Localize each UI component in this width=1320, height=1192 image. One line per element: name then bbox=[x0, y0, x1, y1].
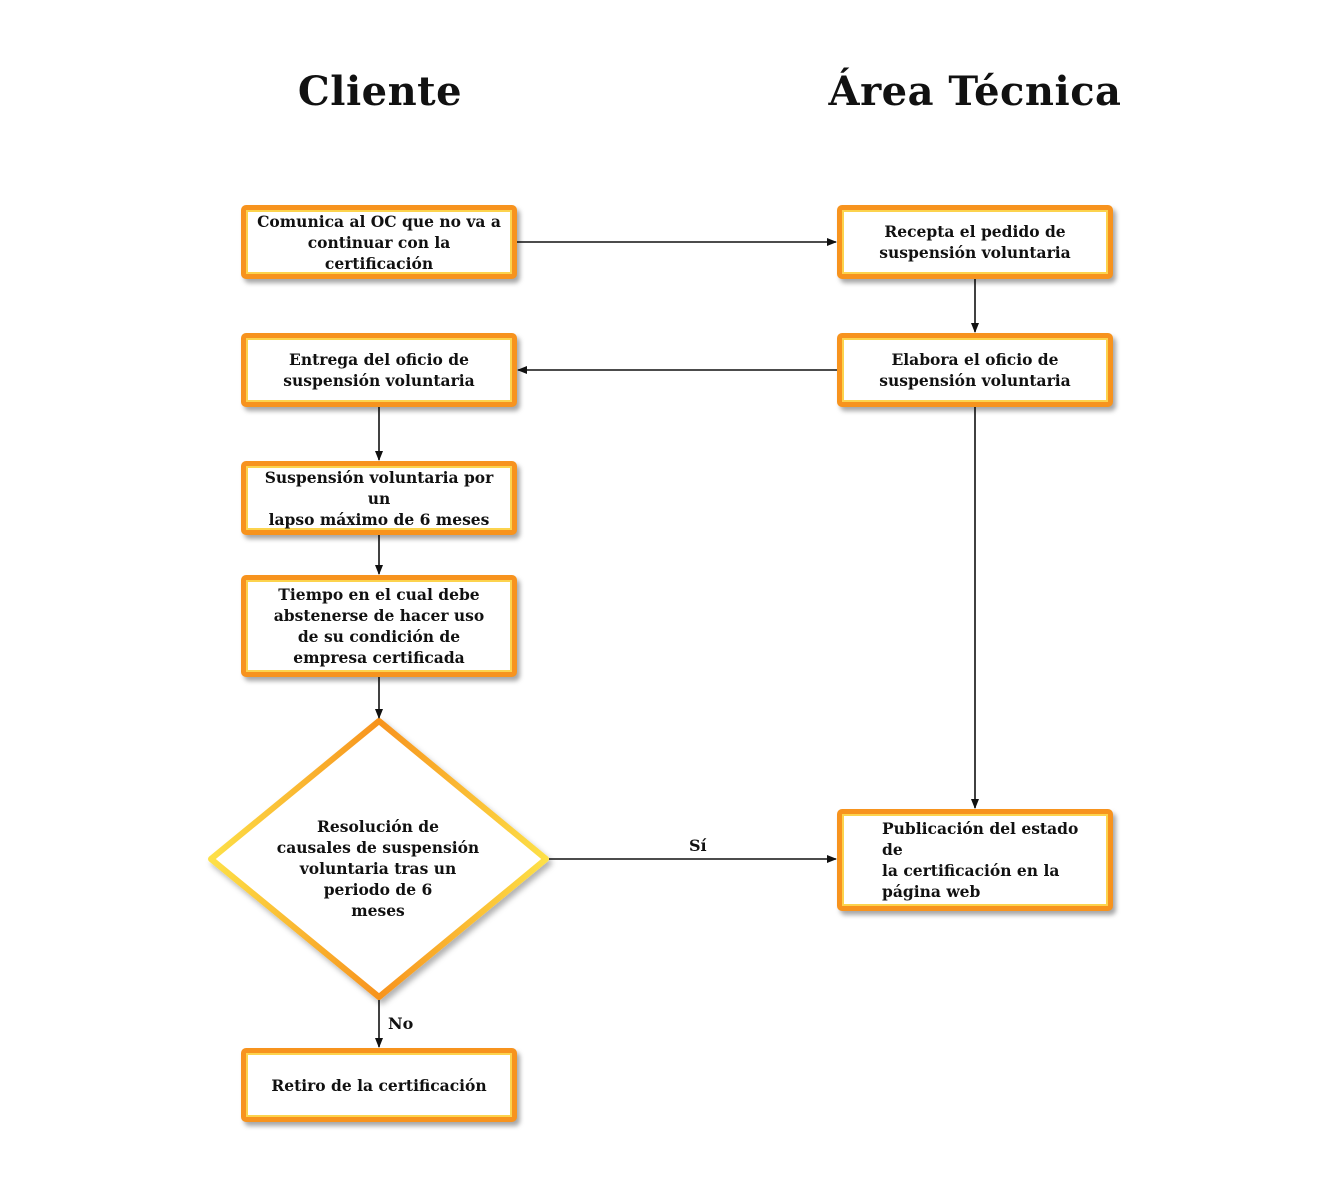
node-publicacion-label: Publicación del estado de la certificaci… bbox=[882, 819, 1079, 901]
node-entrega: Entrega del oficio de suspensión volunta… bbox=[241, 333, 517, 407]
node-recepta: Recepta el pedido de suspensión voluntar… bbox=[837, 205, 1113, 279]
node-suspension-label: Suspensión voluntaria por un lapso máxim… bbox=[264, 467, 494, 529]
node-elabora-label: Elabora el oficio de suspensión voluntar… bbox=[879, 350, 1071, 390]
node-retiro: Retiro de la certificación bbox=[241, 1048, 517, 1122]
node-suspension: Suspensión voluntaria por un lapso máxim… bbox=[241, 461, 517, 535]
lane-title-area-tecnica: Área Técnica bbox=[828, 68, 1122, 115]
node-publicacion: Publicación del estado de la certificaci… bbox=[837, 809, 1113, 911]
decision-diamond bbox=[208, 718, 549, 1000]
decision-label: Resolución de causales de suspensión vol… bbox=[276, 817, 480, 920]
lane-title-cliente: Cliente bbox=[297, 68, 463, 115]
node-tiempo-label: Tiempo en el cual debe abstenerse de hac… bbox=[273, 585, 485, 667]
node-recepta-label: Recepta el pedido de suspensión voluntar… bbox=[879, 222, 1071, 262]
edge-label-no: No bbox=[388, 1014, 414, 1033]
node-comunica: Comunica al OC que no va a continuar con… bbox=[241, 205, 517, 279]
node-elabora: Elabora el oficio de suspensión voluntar… bbox=[837, 333, 1113, 407]
edge-label-si: Sí bbox=[689, 836, 707, 855]
node-retiro-label: Retiro de la certificación bbox=[271, 1075, 487, 1095]
node-comunica-label: Comunica al OC que no va a continuar con… bbox=[257, 211, 501, 273]
node-tiempo: Tiempo en el cual debe abstenerse de hac… bbox=[241, 575, 517, 677]
node-entrega-label: Entrega del oficio de suspensión volunta… bbox=[283, 350, 475, 390]
